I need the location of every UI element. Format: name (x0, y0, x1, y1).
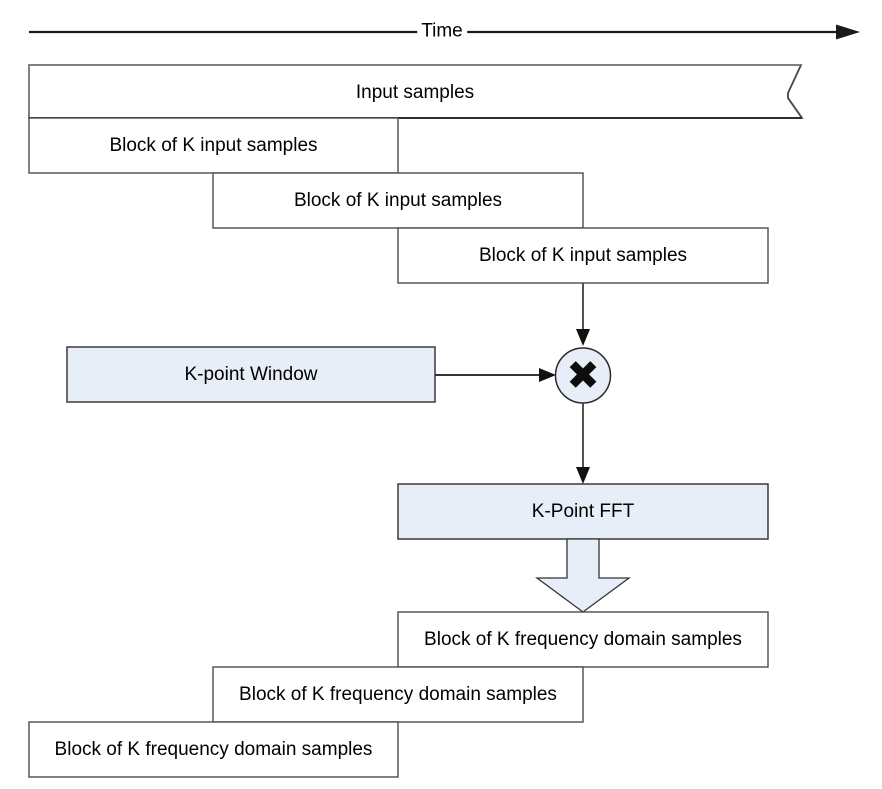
multiply-icon: ✖ (566, 352, 600, 399)
down-arrowhead-icon (576, 467, 590, 484)
multiplier-to-fft-connector (576, 403, 590, 484)
output-block-3-box (28, 721, 399, 778)
time-axis-arrowhead-icon (836, 24, 860, 40)
output-block-1-box (397, 611, 769, 668)
input-block-2-box (212, 172, 584, 229)
right-arrowhead-icon (539, 368, 556, 382)
output-block-2-label: Block of K frequency domain samples (239, 684, 557, 705)
output-block-2-box (212, 666, 584, 723)
input-block-2-label: Block of K input samples (293, 190, 503, 211)
fft-box (397, 483, 769, 540)
input-block-1-label: Block of K input samples (109, 135, 318, 156)
output-block-3-label: Block of K frequency domain samples (54, 739, 373, 760)
time-axis-label: Time (417, 20, 467, 44)
input-block-1-box (28, 117, 399, 174)
window-box-label: K-point Window (184, 364, 318, 385)
window-box (66, 346, 436, 403)
input-samples-label: Input samples (355, 81, 475, 103)
input-samples-torn-edge (787, 64, 803, 119)
input-block-3-label: Block of K input samples (478, 245, 688, 266)
input-block-3-box (397, 227, 769, 284)
window-to-multiplier-connector (435, 368, 556, 382)
fft-box-label: K-Point FFT (531, 501, 635, 522)
fft-output-block-arrow-icon (535, 538, 631, 613)
down-arrowhead-icon (576, 329, 590, 346)
block-to-multiplier-connector (576, 283, 590, 346)
output-block-1-label: Block of K frequency domain samples (424, 629, 742, 650)
